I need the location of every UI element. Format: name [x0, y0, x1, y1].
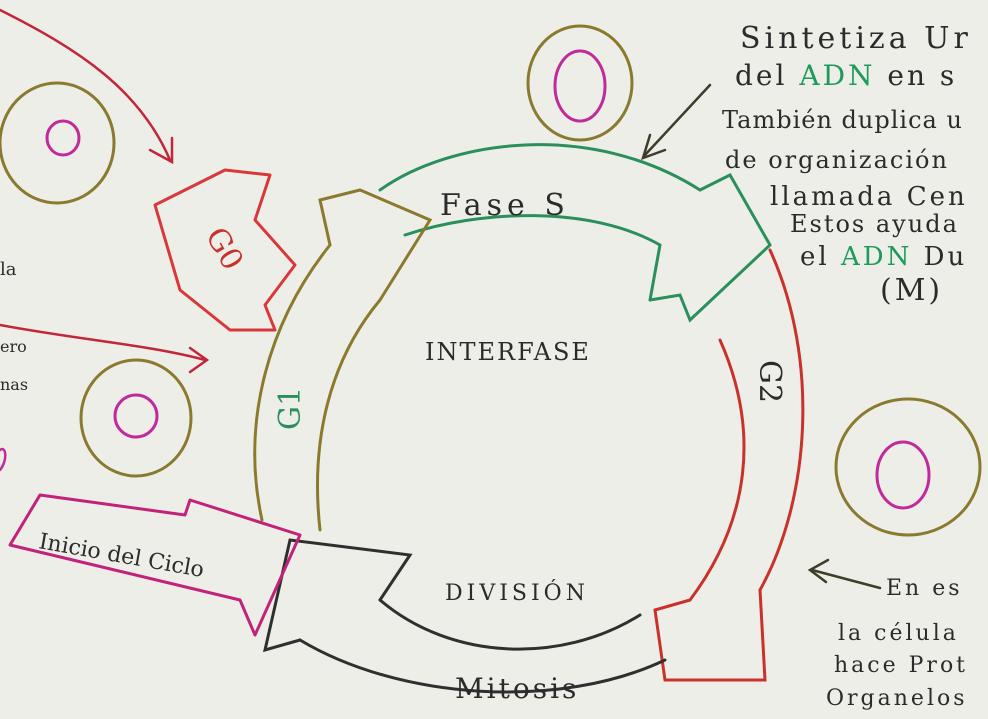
note-line-3: También duplica u: [722, 106, 963, 134]
cell-icon: [0, 81, 116, 205]
note2-line-3: hace Prot: [834, 653, 968, 678]
phase-g0-arrow: [153, 168, 297, 332]
division-arrow: [262, 538, 667, 694]
pointer-arrow-icon: [807, 558, 882, 590]
note2-line-2: la célula: [838, 621, 959, 646]
left-fragment-1: la: [0, 259, 17, 280]
note-line-8: (M): [880, 273, 943, 308]
note-line-5: llamada Cen: [770, 182, 968, 212]
phase-s-arrow: [378, 143, 772, 323]
note-line-4: de organización: [725, 146, 949, 174]
top-right-note: Sintetiza Ur del ADN en s También duplic…: [722, 21, 972, 308]
note-line-6: Estos ayuda: [790, 210, 959, 238]
note2-line-4: Organelos: [826, 686, 968, 711]
note-line-1: Sintetiza Ur: [740, 21, 972, 56]
phase-g2-label: G2: [752, 360, 787, 403]
left-fragment-3: nas: [0, 375, 28, 394]
division-label: DIVISIÓN: [445, 579, 589, 606]
pointer-arrow-icon: [0, 8, 174, 165]
cell-icon: [79, 358, 193, 478]
center-label: INTERFASE: [425, 338, 591, 366]
pointer-arrow-icon: [0, 447, 7, 472]
left-fragment-2: ero: [0, 337, 27, 356]
pointer-arrow-icon: [0, 323, 210, 374]
note-line-7: el ADN Du: [800, 242, 967, 272]
start-arrow: [8, 493, 302, 637]
phase-g1-label: G1: [273, 387, 308, 430]
mitosis-label: Mitosis: [455, 672, 579, 705]
cell-icon: [834, 397, 982, 537]
note-line-2: del ADN en s: [735, 59, 957, 92]
phase-s-label: Fase S: [440, 188, 570, 223]
phase-g1-arrow: [253, 188, 433, 532]
note2-line-1: En es: [886, 576, 963, 601]
bottom-right-note: En es la célula hace Prot Organelos: [826, 576, 968, 711]
pointer-arrow-icon: [641, 83, 712, 161]
phase-g2-arrow: [653, 248, 805, 682]
cell-icon: [526, 24, 634, 142]
